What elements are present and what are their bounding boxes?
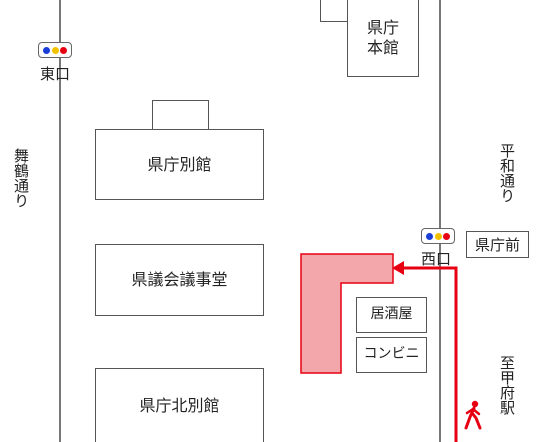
prefectural-annex-building: 県庁別館: [95, 129, 264, 200]
north-annex-building: 県庁北別館: [95, 368, 264, 442]
to-kofu-station-label: 至甲府駅: [498, 355, 516, 415]
bus-stop-tag: 県庁前: [466, 231, 530, 258]
convenience-store-label: コンビニ: [363, 346, 420, 363]
west-exit-traffic-signal-icon: [421, 228, 455, 244]
assembly-hall-building: 県議会議事堂: [95, 244, 264, 316]
walking-route-line: [400, 266, 458, 442]
heiwa-street-label: 平和通り: [498, 143, 516, 203]
route-arrowhead: [392, 261, 404, 275]
east-exit-traffic-signal-icon: [38, 42, 72, 58]
izakaya-label: 居酒屋: [370, 306, 413, 323]
destination-area: [300, 253, 394, 374]
annex-building-stub: [152, 100, 209, 131]
north-annex-label: 県庁北別館: [139, 395, 220, 415]
prefectural-main-building: 県庁 本館: [347, 0, 419, 77]
annex-label: 県庁別館: [147, 154, 212, 174]
assembly-hall-label: 県議会議事堂: [131, 270, 228, 289]
main-building-label: 県庁 本館: [366, 18, 399, 57]
east-exit-label: 東口: [40, 65, 71, 83]
west-exit-label: 西口: [421, 250, 452, 268]
convenience-store-building: コンビニ: [356, 337, 427, 373]
maizuru-street-road: [59, 0, 61, 442]
maizuru-street-label: 舞鶴通り: [12, 148, 30, 208]
walking-person-icon: [464, 400, 482, 430]
izakaya-building: 居酒屋: [356, 297, 427, 333]
heiwa-street-road: [439, 0, 441, 442]
